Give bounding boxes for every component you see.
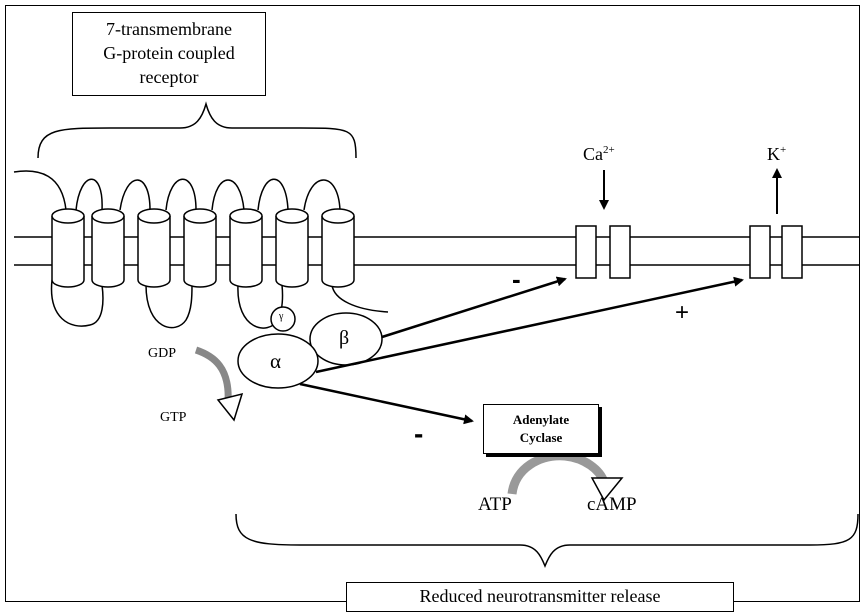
potassium-symbol: K — [767, 144, 780, 164]
alpha-to-potassium-arrow — [315, 276, 744, 374]
effects-brace — [235, 513, 859, 569]
calcium-ion-label: Ca2+ — [583, 144, 615, 165]
helix-5 — [229, 208, 263, 288]
helix-2 — [91, 208, 125, 288]
receptor-label-box: 7-transmembrane G-protein coupled recept… — [72, 12, 266, 96]
alpha-label: α — [270, 349, 282, 373]
gdp-label: GDP — [148, 346, 177, 361]
atp-camp-conversion-arrow — [507, 451, 624, 502]
potassium-charge: + — [780, 144, 787, 156]
gamma-label: γ — [279, 311, 284, 322]
helix-3 — [137, 208, 171, 288]
potassium-ion-label: K+ — [767, 144, 786, 165]
calcium-charge: 2+ — [603, 144, 615, 156]
receptor-label-line-3: receptor — [139, 67, 199, 87]
beta-label: β — [339, 327, 350, 349]
receptor-label-line-2: G-protein coupled — [103, 43, 235, 63]
receptor-brace — [37, 101, 357, 159]
helix-7 — [321, 208, 355, 288]
enzyme-label-line-2: Cyclase — [519, 430, 563, 445]
gtp-label: GTP — [160, 410, 187, 425]
beta-to-calcium-arrow — [381, 276, 567, 339]
transmembrane-helices — [51, 208, 355, 288]
receptor-label-line-1: 7-transmembrane — [106, 19, 232, 39]
helix-6 — [275, 208, 309, 288]
potassium-activation-sign: + — [675, 299, 690, 326]
helix-1 — [51, 208, 85, 288]
receptor-loops-extracellular — [13, 170, 341, 211]
alpha-to-adenylate-arrow — [299, 382, 474, 425]
calcium-inhibition-sign: - — [512, 264, 521, 294]
atp-label: ATP — [478, 494, 512, 515]
potassium-channel — [749, 225, 803, 279]
gamma-subunit — [270, 306, 296, 332]
outcome-label-box: Reduced neurotransmitter release — [346, 582, 734, 612]
adenylate-inhibition-sign: - — [414, 418, 424, 449]
alpha-subunit — [237, 333, 319, 389]
helix-4 — [183, 208, 217, 288]
gdp-gtp-exchange-arrow — [194, 346, 244, 422]
receptor-loops-intracellular — [50, 279, 389, 329]
outcome-label: Reduced neurotransmitter release — [419, 586, 661, 606]
calcium-channel — [575, 225, 631, 279]
adenylate-cyclase-box: Adenylate Cyclase — [483, 404, 599, 454]
calcium-symbol: Ca — [583, 144, 603, 164]
camp-label: cAMP — [587, 494, 637, 515]
enzyme-label-line-1: Adenylate — [512, 412, 570, 427]
